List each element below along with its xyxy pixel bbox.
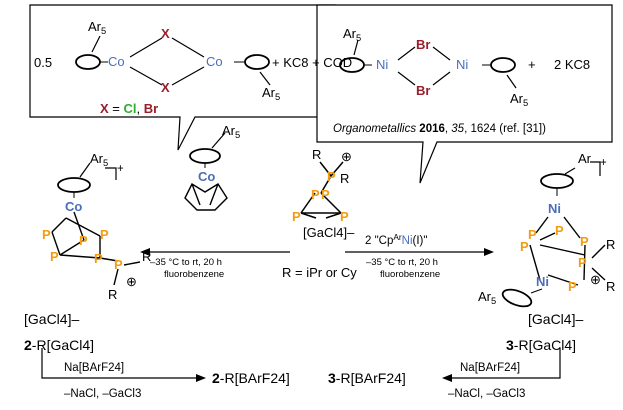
product3-p-left: P bbox=[528, 227, 537, 242]
right-box-plus: + bbox=[528, 57, 536, 72]
center-p-left: P bbox=[311, 187, 320, 202]
bottom-right-product: 3-R[BArF24] bbox=[328, 370, 406, 386]
product2-ar5: Ar5 bbox=[90, 151, 109, 168]
product2-p-left: P bbox=[42, 227, 51, 242]
center-cation-cage bbox=[300, 161, 344, 219]
product3-ar: Ar bbox=[578, 151, 591, 166]
product3-r-top: R bbox=[606, 237, 616, 252]
right-box-ni-2: Ni bbox=[456, 57, 469, 72]
product3-anion: [GaCl4]– bbox=[528, 311, 584, 327]
right-box-citation: Organometallics 2016, 35, 1624 (ref. [31… bbox=[333, 123, 546, 135]
product3-plus: ⊕ bbox=[590, 272, 601, 287]
cp-ring-product2 bbox=[57, 177, 91, 193]
bottom-left-byproducts: –NaCl, –GaCl3 bbox=[64, 388, 142, 400]
product2-co: Co bbox=[65, 199, 83, 214]
left-arrow-conditions-2: fluorobenzene bbox=[164, 269, 225, 280]
cp-ring-center bbox=[189, 148, 221, 164]
left-box-x-bottom: X bbox=[161, 80, 170, 95]
product2-p-phosphonium: P bbox=[114, 257, 123, 272]
cp-ring-product3-lower bbox=[501, 288, 533, 308]
right-arrow-conditions-2: fluorobenzene bbox=[380, 269, 441, 280]
right-box-br-top: Br bbox=[416, 37, 431, 52]
right-box-reagent: 2 KC8 bbox=[554, 57, 591, 72]
right-reaction-arrow bbox=[345, 248, 494, 256]
center-r-definition: R = iPr or Cy bbox=[282, 265, 357, 280]
product3-cage bbox=[529, 216, 606, 286]
left-box-coefficient: 0.5 bbox=[34, 55, 53, 70]
left-box-ar5-1: Ar5 bbox=[88, 19, 107, 36]
bottom-right-reagent: Na[BArF24] bbox=[460, 362, 521, 374]
product3-ar5: Ar5 bbox=[478, 289, 497, 306]
product3-charge: + bbox=[600, 157, 607, 169]
left-box-co-2: Co bbox=[206, 54, 223, 69]
bottom-left-product: 2-R[BArF24] bbox=[212, 370, 290, 386]
right-box-br-bottom: Br bbox=[416, 83, 431, 98]
bottom-right-arrow bbox=[442, 348, 561, 382]
product3-p-bottom: P bbox=[568, 279, 577, 294]
right-box-ar5-2: Ar5 bbox=[510, 91, 529, 108]
left-reaction-arrow bbox=[140, 248, 290, 256]
product3-ni-top: Ni bbox=[548, 201, 561, 216]
right-arrow-reagent: 2 "CpArNi(I)" bbox=[365, 233, 428, 247]
product2-cage bbox=[51, 211, 141, 286]
center-p-bottom-left: P bbox=[292, 209, 301, 224]
left-arrow-conditions-1: –35 °C to rt, 20 h bbox=[150, 257, 222, 268]
center-p-right: P bbox=[321, 187, 330, 202]
product3-p-center: P bbox=[555, 223, 564, 238]
cp-ring-product3 bbox=[540, 173, 574, 189]
center-anion: [GaCl4]– bbox=[303, 225, 355, 240]
product2-p-bottom-right: P bbox=[94, 251, 103, 266]
bottom-left-arrow bbox=[41, 348, 206, 382]
right-callout-box bbox=[316, 4, 613, 184]
product2-r-right: R bbox=[142, 249, 152, 264]
center-r-top-right: R bbox=[340, 171, 350, 186]
center-co: Co bbox=[198, 169, 216, 184]
product3-ni-bottom: Ni bbox=[536, 274, 549, 289]
left-box-ar5-2: Ar5 bbox=[262, 85, 281, 102]
product2-anion: [GaCl4]– bbox=[24, 311, 80, 327]
center-p-top: P bbox=[327, 169, 336, 184]
bottom-left-reagent: Na[BArF24] bbox=[64, 362, 125, 374]
center-r-top-left: R bbox=[312, 147, 322, 162]
product3-p-far-left: P bbox=[520, 239, 529, 254]
left-callout-box bbox=[29, 4, 336, 151]
left-box-x-top: X bbox=[161, 26, 170, 41]
bottom-right-byproducts: –NaCl, –GaCl3 bbox=[448, 388, 526, 400]
left-box-co-1: Co bbox=[108, 54, 125, 69]
product2-p-bottom-left: P bbox=[50, 249, 59, 264]
product3-p-right: P bbox=[580, 234, 589, 249]
center-cp-ar5: Ar5 bbox=[222, 123, 241, 140]
left-box-x-definition: X = Cl, Br bbox=[100, 101, 159, 116]
center-p-bottom-right: P bbox=[340, 209, 349, 224]
product3-label: 3-R[GaCl4] bbox=[506, 337, 577, 353]
right-arrow-conditions-1: –35 °C to rt, 20 h bbox=[366, 257, 438, 268]
product3-r-bottom: R bbox=[606, 279, 616, 294]
left-box-reagents: + KC8 + COD bbox=[272, 55, 353, 70]
product2-charge: + bbox=[117, 163, 124, 175]
right-box-ni-1: Ni bbox=[376, 57, 389, 72]
cod-ligand bbox=[184, 183, 228, 211]
product3-p-phosphonium: P bbox=[578, 255, 587, 270]
right-box-ar5-1: Ar5 bbox=[343, 26, 362, 43]
product2-plus: ⊕ bbox=[126, 274, 137, 289]
product2-p-right: P bbox=[100, 227, 109, 242]
product2-p-center: P bbox=[79, 233, 88, 248]
center-plus: ⊕ bbox=[341, 149, 352, 164]
product2-r-bottom: R bbox=[108, 287, 118, 302]
product2-label: 2-R[GaCl4] bbox=[24, 337, 95, 353]
